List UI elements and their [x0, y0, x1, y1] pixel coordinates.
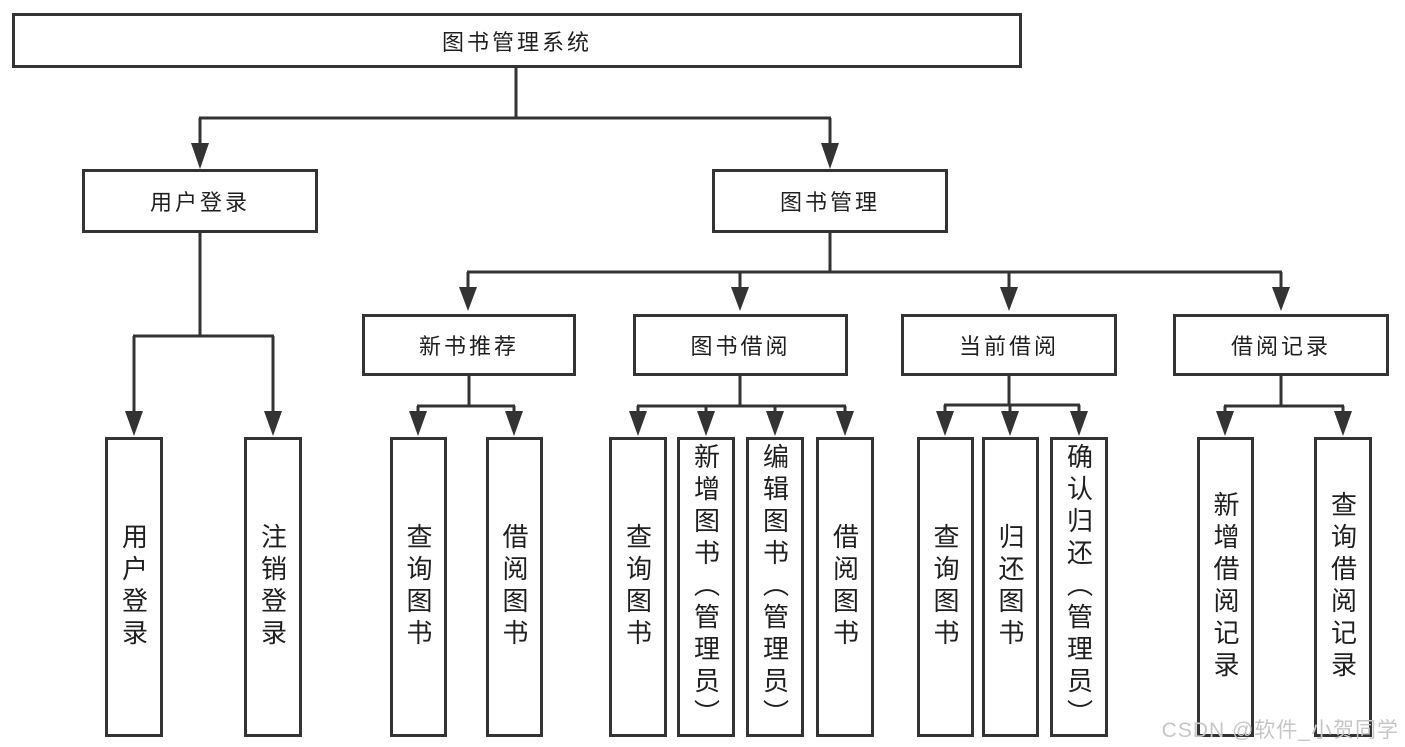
node-library-management-system: 图书管理系统 — [12, 13, 1022, 68]
arrow-down-icon — [1334, 411, 1352, 436]
node-user-login: 用户登录 — [82, 169, 318, 233]
node-new-book-recommendation: 新书推荐 — [362, 314, 576, 376]
arrow-down-icon — [1070, 411, 1088, 436]
arrow-down-icon — [505, 411, 523, 436]
leaf-bb-edit-books-admin: 编辑图书（管理员） — [746, 437, 804, 737]
arrow-down-icon — [1001, 411, 1019, 436]
leaf-nb-query-books: 查询图书 — [390, 437, 447, 737]
arrow-down-icon — [629, 411, 647, 436]
node-borrowing-records: 借阅记录 — [1173, 314, 1389, 376]
arrow-down-icon — [766, 411, 784, 436]
arrow-down-icon — [459, 287, 477, 311]
leaf-logout: 注销登录 — [244, 437, 302, 737]
arrow-down-icon — [1272, 287, 1290, 311]
connector-line — [636, 376, 847, 412]
arrow-down-icon — [125, 411, 143, 436]
arrow-down-icon — [836, 411, 854, 436]
arrow-down-icon — [936, 411, 954, 436]
arrow-down-icon — [1000, 287, 1018, 311]
connector-line — [132, 233, 275, 412]
connector-line — [943, 376, 1081, 412]
arrow-down-icon — [264, 411, 282, 436]
node-book-borrowing: 图书借阅 — [633, 314, 848, 376]
arrow-down-icon — [821, 143, 839, 169]
arrow-down-icon — [409, 411, 427, 436]
leaf-cb-return-books: 归还图书 — [982, 437, 1039, 737]
connector-line — [466, 233, 1283, 289]
node-book-management: 图书管理 — [712, 169, 948, 233]
leaf-nb-borrow-books: 借阅图书 — [486, 437, 543, 737]
leaf-bb-borrow-books: 借阅图书 — [816, 437, 874, 737]
node-current-borrowing: 当前借阅 — [901, 314, 1117, 376]
arrow-down-icon — [697, 411, 715, 436]
connector-line — [198, 68, 832, 145]
leaf-br-add-record: 新增借阅记录 — [1197, 437, 1254, 737]
leaf-bb-query-books: 查询图书 — [609, 437, 667, 737]
leaf-br-query-record: 查询借阅记录 — [1314, 437, 1372, 737]
leaf-cb-query-books: 查询图书 — [917, 437, 974, 737]
leaf-bb-add-books-admin: 新增图书（管理员） — [677, 437, 735, 737]
connector-line — [1223, 376, 1345, 412]
arrow-down-icon — [191, 143, 209, 169]
arrow-down-icon — [731, 287, 749, 311]
arrow-down-icon — [1216, 411, 1234, 436]
leaf-user-login: 用户登录 — [105, 437, 163, 737]
watermark: CSDN @软件_小贺同学 — [1161, 719, 1399, 742]
connector-line — [416, 376, 516, 412]
leaf-cb-confirm-return-admin: 确认归还（管理员） — [1050, 437, 1108, 737]
